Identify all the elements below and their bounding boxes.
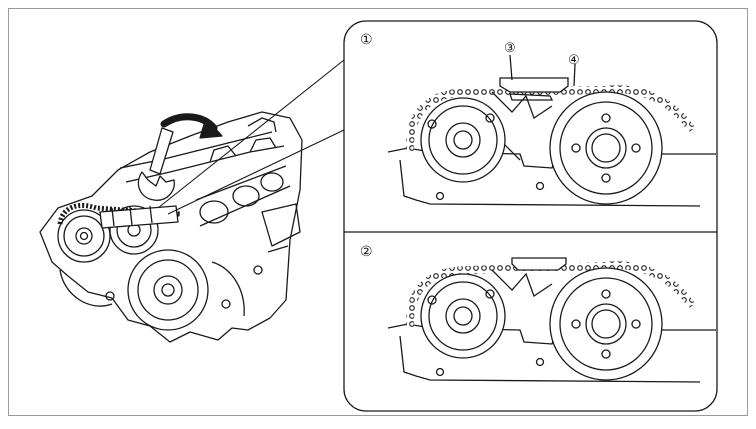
zoom-connector xyxy=(157,59,345,215)
outer-frame xyxy=(8,8,748,416)
detail-step-2 xyxy=(387,257,716,383)
detail-step-1 xyxy=(387,54,716,207)
step-label-1: ① xyxy=(360,31,373,47)
step-label-2: ② xyxy=(360,243,373,259)
detail-drawings xyxy=(387,54,716,383)
callout-4: ④ xyxy=(568,52,580,67)
engine-overview xyxy=(39,111,303,343)
callout-3: ③ xyxy=(504,40,516,55)
